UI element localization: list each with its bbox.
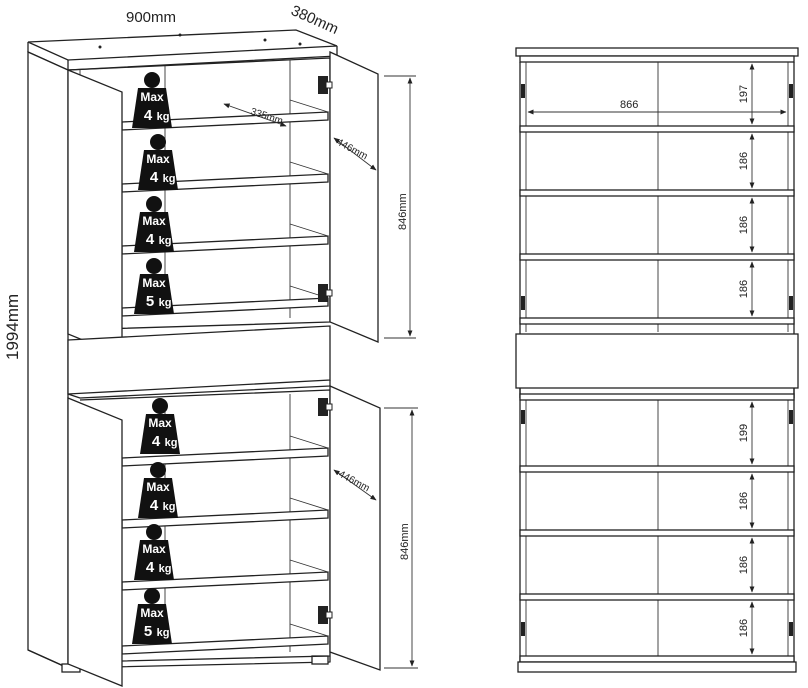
shelf-height-label: 186 — [738, 216, 750, 234]
shelf-height-label: 197 — [738, 85, 750, 103]
weight-unit: kg — [159, 563, 172, 575]
weight-value: 5 — [146, 293, 154, 310]
shelf-height-dimension: 186 — [738, 197, 755, 253]
weight-badge: Max 5 kg — [132, 588, 172, 644]
shelf-height-label: 186 — [738, 492, 750, 510]
weight-label: Max — [142, 276, 166, 290]
weight-badge: Max 5 kg — [134, 258, 174, 314]
weight-label: Max — [140, 90, 164, 104]
weight-value: 5 — [144, 623, 152, 640]
side-panel — [27, 50, 69, 670]
weight-value: 4 — [146, 231, 155, 248]
inner-width-dimension: 866 — [620, 99, 638, 111]
top-panel — [27, 29, 338, 61]
lower-right-door — [329, 385, 381, 671]
front-view: 866 197 186 186 186 199 186 186 186 — [515, 47, 799, 673]
weight-label: Max — [146, 152, 170, 166]
weight-label: Max — [148, 416, 172, 430]
weight-badge: Max 4 kg — [132, 72, 172, 128]
weight-unit: kg — [163, 501, 176, 513]
weight-value: 4 — [150, 169, 159, 186]
hinge-icon — [318, 398, 333, 416]
lower-left-door — [67, 397, 123, 687]
weight-label: Max — [146, 480, 170, 494]
shelf-height-dimension: 186 — [738, 473, 755, 529]
plinth — [27, 649, 331, 669]
shelf-height-dimension: 197 — [738, 63, 755, 125]
lower-section-dimension: 846mm — [399, 523, 411, 560]
hinge-icon — [318, 606, 333, 624]
shelf-height-dimensions: 197 186 186 186 199 186 186 186 — [738, 63, 755, 655]
weight-value: 4 — [150, 497, 159, 514]
weight-badge: Max 4 kg — [138, 462, 178, 518]
weight-badge: Max 4 kg — [134, 196, 174, 252]
width-dimension: 900mm — [126, 9, 176, 26]
shelf-height-label: 186 — [738, 152, 750, 170]
hinge-icon — [318, 284, 333, 302]
shelf-height-label: 186 — [738, 619, 750, 637]
weight-label: Max — [142, 542, 166, 556]
weight-unit: kg — [159, 235, 172, 247]
shelf-height-dimension: 199 — [738, 401, 755, 465]
weight-unit: kg — [163, 173, 176, 185]
shelf-height-label: 199 — [738, 424, 750, 442]
shelf-height-label: 186 — [738, 280, 750, 298]
weight-badge: Max 4 kg — [140, 398, 180, 454]
weight-value: 4 — [144, 107, 153, 124]
weight-unit: kg — [157, 111, 170, 123]
weight-value: 4 — [152, 433, 161, 450]
shelf-height-dimension: 186 — [738, 133, 755, 189]
weight-unit: kg — [157, 627, 170, 639]
shelf-height-dimension: 186 — [738, 537, 755, 593]
weight-label: Max — [142, 214, 166, 228]
weight-label: Max — [140, 606, 164, 620]
height-dimension: 1994mm — [3, 294, 22, 360]
shelf-height-dimension: 186 — [738, 261, 755, 317]
shelf-height-label: 186 — [738, 556, 750, 574]
weight-unit: kg — [159, 297, 172, 309]
lower-shelves — [79, 435, 329, 655]
weight-value: 4 — [146, 559, 155, 576]
hinge-icon — [318, 76, 333, 94]
weight-badge: Max 4 kg — [138, 134, 178, 190]
weight-unit: kg — [165, 437, 178, 449]
weight-badge: Max 4 kg — [134, 524, 174, 580]
upper-section-dimension: 846mm — [397, 193, 409, 230]
shelf-height-dimension: 186 — [738, 601, 755, 655]
upper-right-door — [329, 50, 379, 343]
upper-left-door — [67, 69, 123, 357]
